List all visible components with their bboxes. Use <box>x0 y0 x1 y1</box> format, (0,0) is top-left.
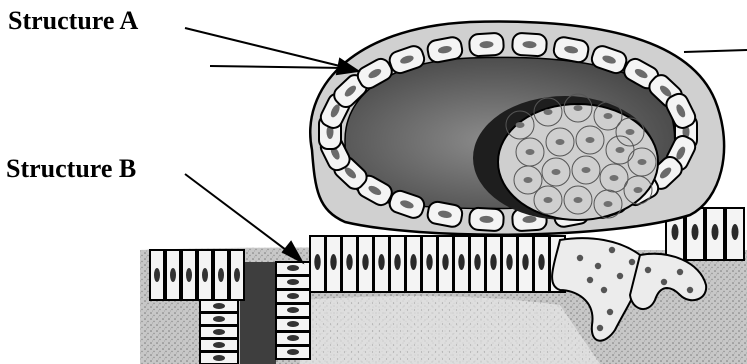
epithelial-cell <box>276 262 310 275</box>
epithelial-cell <box>438 236 453 292</box>
epithelial-cell <box>230 250 244 300</box>
nucleus <box>626 129 635 135</box>
epithelial-cell <box>182 250 196 300</box>
epithelial-cell <box>326 236 341 292</box>
epithelial-cell <box>198 250 212 300</box>
label-structure-a: Structure A <box>8 8 138 34</box>
arrow-structure-b <box>185 174 294 256</box>
nucleus <box>574 105 583 111</box>
trophoblast-cell <box>469 207 504 231</box>
epithelial-cell <box>200 352 238 364</box>
nucleus <box>586 137 595 143</box>
epithelial-cell <box>276 276 310 289</box>
nucleus <box>638 159 647 165</box>
nucleus <box>634 187 643 193</box>
nucleus <box>544 109 553 115</box>
nucleus <box>587 277 593 283</box>
nucleus <box>524 177 533 183</box>
nucleus <box>552 169 561 175</box>
nucleus <box>661 279 667 285</box>
nucleus <box>609 247 615 253</box>
gland-lumen <box>240 262 276 364</box>
epithelial-cell <box>502 236 517 292</box>
nucleus <box>544 197 553 203</box>
nucleus <box>556 139 565 145</box>
epithelial-cell <box>166 250 180 300</box>
nucleus <box>607 309 613 315</box>
nucleus <box>597 325 603 331</box>
epithelial-cell <box>706 208 724 260</box>
epithelial-cell <box>150 250 164 300</box>
epithelial-cell <box>374 236 389 292</box>
epithelial-cell <box>200 339 238 351</box>
nucleus <box>617 273 623 279</box>
trophoblast-cell <box>512 33 547 57</box>
epithelial-cell <box>276 346 310 359</box>
epithelial-cell <box>200 300 238 312</box>
nucleus <box>616 147 625 153</box>
epithelial-cell <box>726 208 744 260</box>
epithelial-cell <box>358 236 373 292</box>
epithelial-cell <box>486 236 501 292</box>
label-structure-b: Structure B <box>6 156 136 182</box>
nucleus <box>574 197 583 203</box>
nucleus <box>610 175 619 181</box>
pointer-line-right <box>684 50 747 52</box>
nucleus <box>629 259 635 265</box>
nucleus <box>601 287 607 293</box>
epithelial-cell <box>276 304 310 317</box>
nucleus <box>604 201 613 207</box>
epithelial-cell <box>276 318 310 331</box>
nucleus <box>516 122 525 128</box>
nucleus <box>677 269 683 275</box>
nucleus <box>577 255 583 261</box>
trophoblast-cell <box>469 33 504 57</box>
nucleus <box>687 287 693 293</box>
epithelial-cell <box>422 236 437 292</box>
epithelial-cell <box>200 313 238 325</box>
pointer-line-left <box>210 66 345 68</box>
epithelial-cell <box>470 236 485 292</box>
nucleus <box>595 263 601 269</box>
epithelial-cell <box>406 236 421 292</box>
nucleus <box>645 267 651 273</box>
nucleus <box>582 167 591 173</box>
epithelial-cell <box>518 236 533 292</box>
epithelial-cell <box>390 236 405 292</box>
arrow-structure-a <box>185 28 348 68</box>
epithelial-cell <box>200 326 238 338</box>
epithelial-cell <box>342 236 357 292</box>
epithelial-cell <box>276 290 310 303</box>
epithelial-cell <box>214 250 228 300</box>
epithelial-cell <box>276 332 310 345</box>
epithelial-cell <box>534 236 549 292</box>
nucleus <box>604 113 613 119</box>
nucleus <box>526 149 535 155</box>
epithelial-cell <box>310 236 325 292</box>
stroma-pale-region <box>300 296 600 364</box>
epithelial-cell <box>454 236 469 292</box>
